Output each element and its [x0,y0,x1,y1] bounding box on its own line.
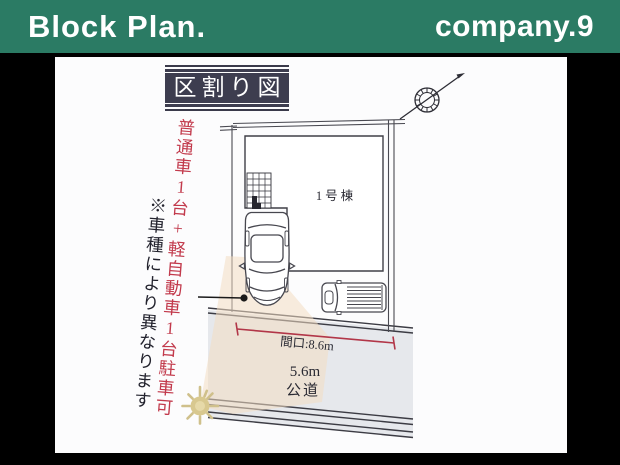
logo-text: Block Plan. [28,9,207,44]
brand-text: company.9 [435,10,594,43]
leader-dot [240,294,248,302]
title-rule-bottom [165,103,289,104]
plan-title-inner: 区割り図 [165,69,289,107]
sun-icon [181,385,220,425]
entrance-mark [252,196,257,209]
terrace-grid [246,172,272,209]
road-type-label: 公道 [286,382,320,399]
sedan-car [238,211,296,306]
frontage-dimension: 間口:8.6m [235,322,396,354]
road-width-label: 5.6m [290,364,321,380]
plan-sheet: 区割り図 普通車1台+軽自動車1台駐車可 ※車種により異なります [55,57,567,453]
north-arrow-icon [399,73,465,120]
header-bar: Block Plan. company.9 [0,0,620,53]
site-plan-drawing: 1号棟 [181,73,465,439]
frontage-label: 間口:8.6m [280,335,335,354]
title-rule-top [165,72,289,73]
sunlight-cone [200,256,330,414]
building-label: 1号棟 [316,188,356,203]
leader-line [197,294,248,302]
plan-title-box: 区割り図 [165,65,289,111]
plan-title: 区割り図 [173,75,286,100]
entrance-step [257,203,261,209]
kei-car [321,280,387,315]
